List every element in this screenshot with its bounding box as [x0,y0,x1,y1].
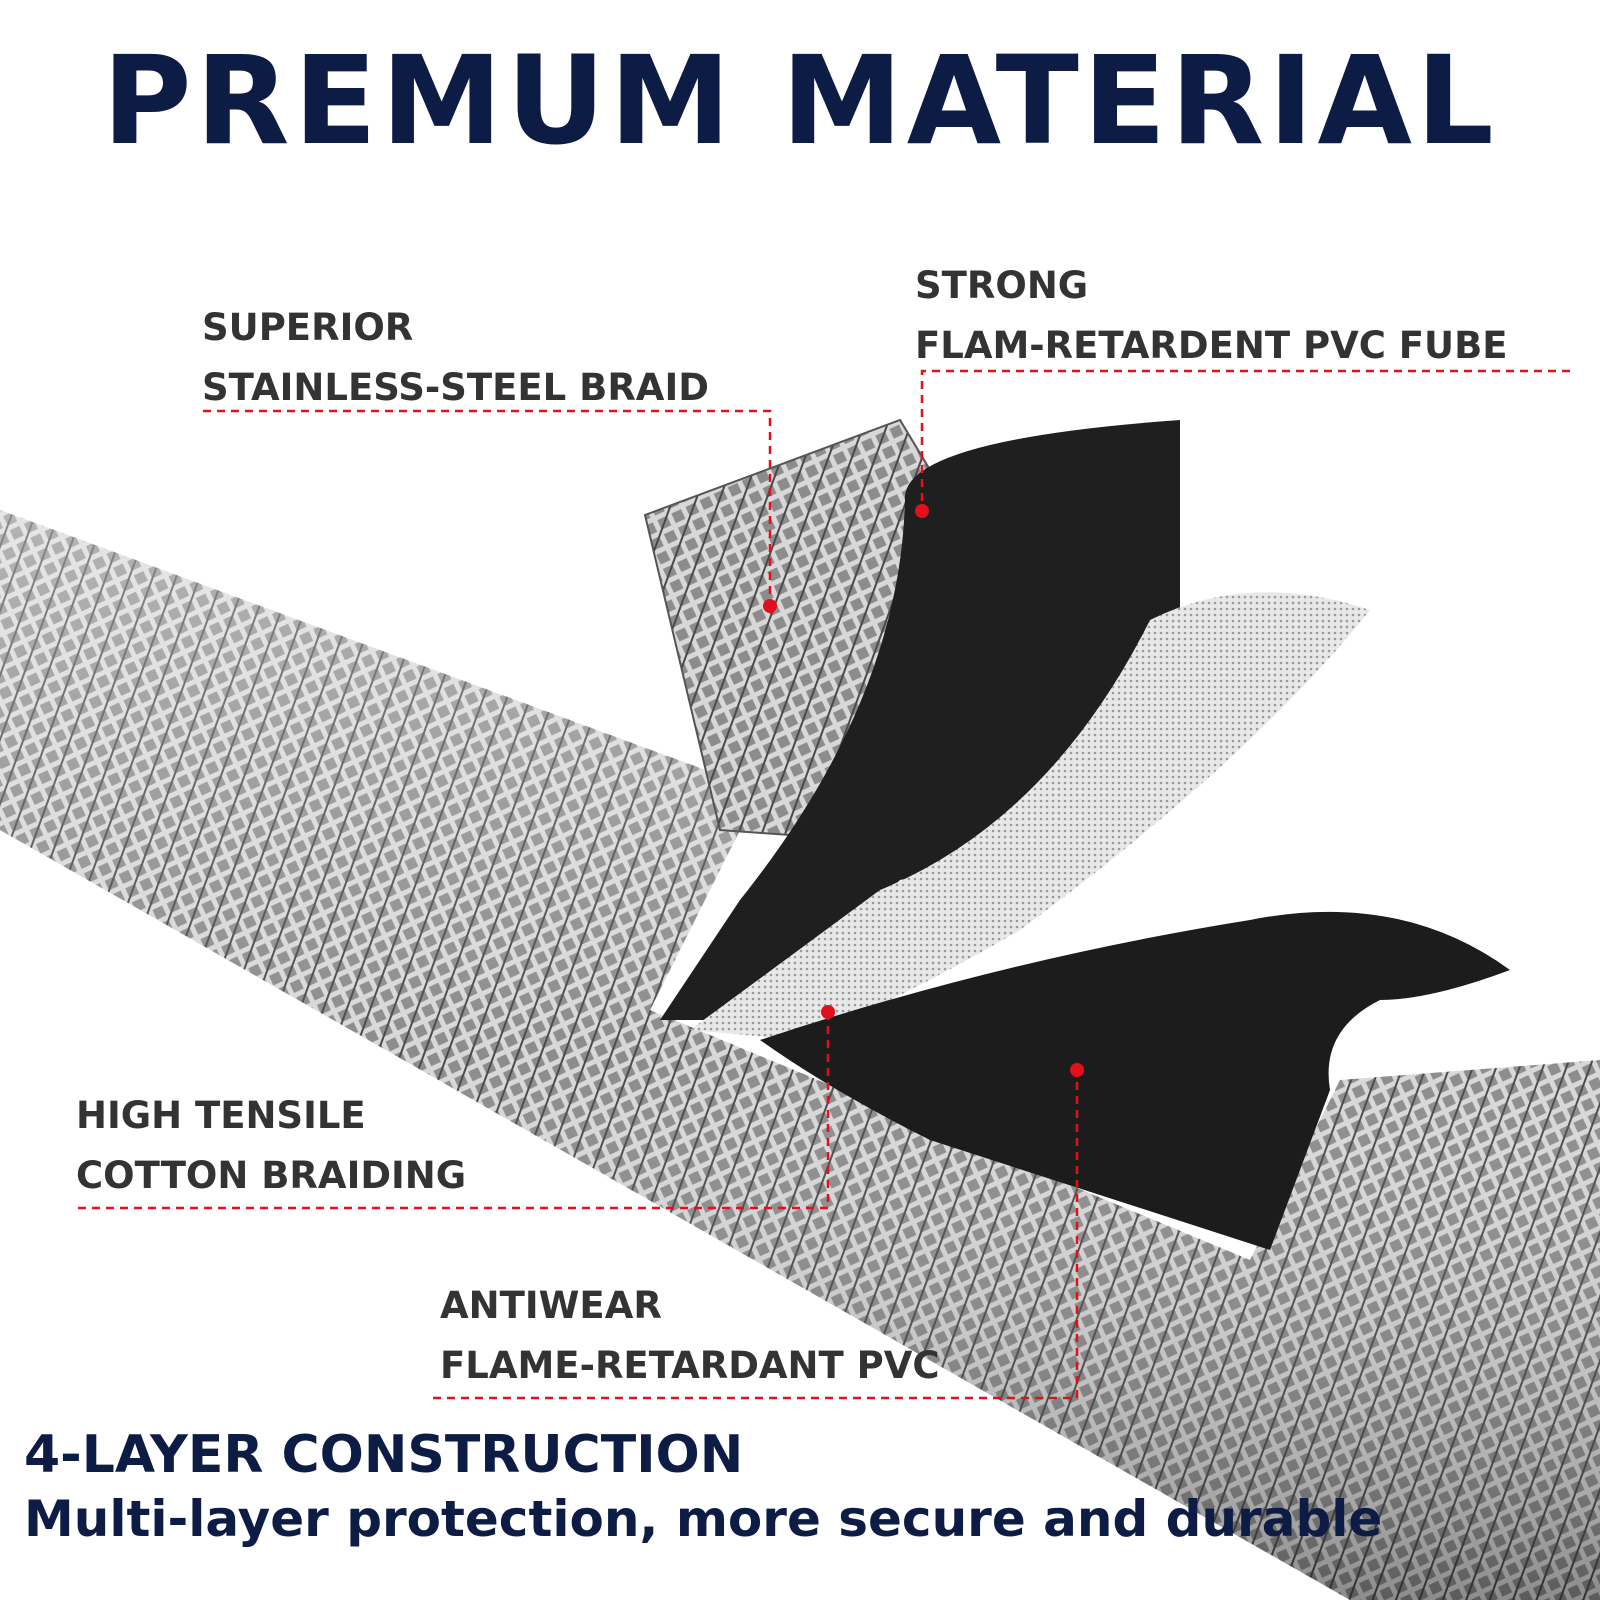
label-line: STRONG [915,264,1089,307]
label-steel-braid: SUPERIOR STAINLESS-STEEL BRAID [202,298,709,418]
callout-dots [763,504,1084,1077]
label-line: SUPERIOR [202,306,414,349]
label-line: ANTIWEAR [440,1284,662,1327]
label-antiwear-pvc: ANTIWEAR FLAME-RETARDANT PVC [440,1276,940,1396]
label-line: HIGH TENSILE [76,1094,366,1137]
pvc-tube-lower [760,911,1510,1250]
cotton-mesh-layer [690,592,1370,1040]
label-line: COTTON BRAIDING [76,1154,467,1197]
label-line: FLAM-RETARDENT PVC FUBE [915,324,1508,367]
footer-subheading: Multi-layer protection, more secure and … [24,1490,1383,1548]
footer-heading: 4-LAYER CONSTRUCTION [24,1425,744,1485]
callout-lines [78,369,1570,1400]
label-line: FLAME-RETARDANT PVC [440,1344,940,1387]
pvc-tube-upper [660,420,1180,1020]
label-cotton-braiding: HIGH TENSILE COTTON BRAIDING [76,1086,466,1206]
hose-body [0,510,1600,1600]
label-line: STAINLESS-STEEL BRAID [202,366,709,409]
page-title: PREMUM MATERIAL [102,30,1498,172]
label-pvc-tube: STRONG FLAM-RETARDENT PVC FUBE [915,256,1508,376]
